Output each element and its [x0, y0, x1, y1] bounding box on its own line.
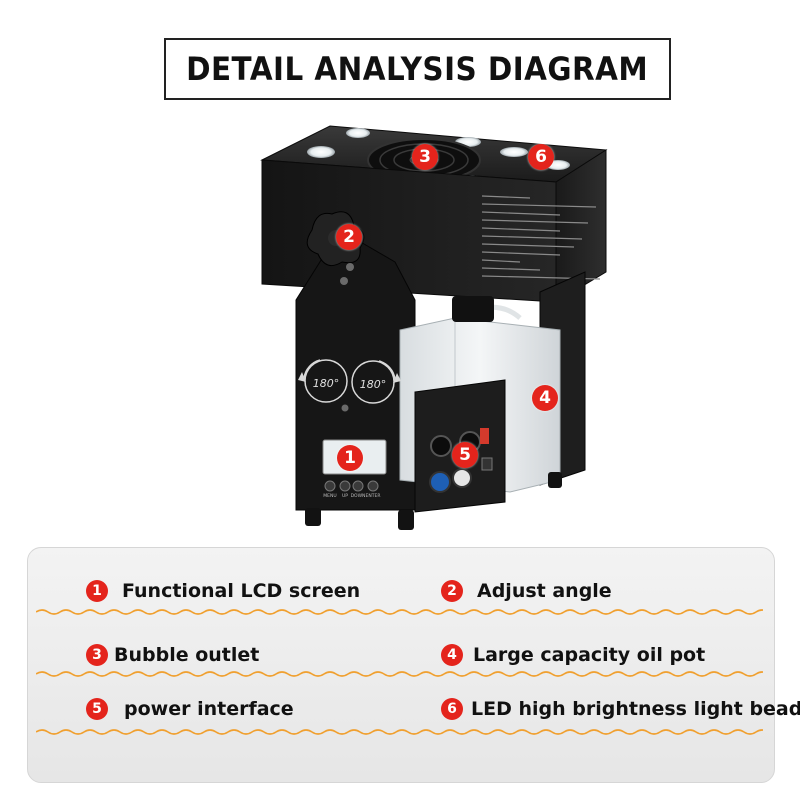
- legend-number: 6: [441, 698, 463, 720]
- callout-3: 3: [412, 144, 438, 170]
- legend-number: 3: [86, 644, 108, 666]
- dial-left-label: 180°: [313, 377, 340, 390]
- title-box: DETAIL ANALYSIS DIAGRAM: [164, 38, 671, 100]
- wave-divider: [36, 729, 763, 735]
- led-bead-icon: [500, 147, 528, 157]
- legend-number: 1: [86, 580, 108, 602]
- wave-divider: [36, 609, 763, 615]
- callout-5: 5: [452, 442, 478, 468]
- led-bead-icon: [307, 146, 335, 158]
- legend-label: Bubble outlet: [114, 644, 260, 666]
- rotation-dial-right: [351, 360, 401, 404]
- legend-label: Functional LCD screen: [122, 580, 361, 602]
- legend-item-oil-pot: 4 Large capacity oil pot: [441, 640, 705, 670]
- legend-label: Adjust angle: [477, 580, 612, 602]
- legend-label: LED high brightness light bead: [471, 698, 800, 720]
- power-out-icon: [452, 468, 472, 488]
- legend-item-power: 5 power interface: [86, 694, 294, 724]
- dmx-connector-icon: [430, 435, 452, 457]
- page-title: DETAIL ANALYSIS DIAGRAM: [186, 50, 649, 88]
- callout-4: 4: [532, 385, 558, 411]
- legend-label: power interface: [124, 698, 294, 720]
- button-label-down: DOWN: [351, 493, 366, 499]
- legend-label: Large capacity oil pot: [473, 644, 706, 666]
- button-label-enter: ENTER: [366, 493, 381, 499]
- legend-number: 2: [441, 580, 463, 602]
- dial-right-label: 180°: [360, 378, 387, 391]
- legend-item-led: 6 LED high brightness light bead: [441, 694, 800, 724]
- legend-number: 4: [441, 644, 463, 666]
- led-bead-icon: [346, 128, 370, 138]
- legend-item-outlet: 3 Bubble outlet: [86, 640, 259, 670]
- callout-2: 2: [336, 224, 362, 250]
- callout-1: 1: [337, 445, 363, 471]
- product-image: 180° 180° MENU UP DOWN ENTER: [260, 125, 608, 530]
- callout-6: 6: [528, 144, 554, 170]
- power-in-icon: [429, 471, 451, 493]
- wave-divider: [36, 671, 763, 677]
- legend-item-angle: 2 Adjust angle: [441, 576, 612, 606]
- button-label-menu: MENU: [323, 493, 336, 499]
- legend-item-lcd: 1 Functional LCD screen: [86, 576, 360, 606]
- button-label-up: UP: [342, 493, 348, 499]
- legend-panel: [27, 547, 775, 783]
- legend-number: 5: [86, 698, 108, 720]
- rotation-dial-left: [298, 359, 348, 403]
